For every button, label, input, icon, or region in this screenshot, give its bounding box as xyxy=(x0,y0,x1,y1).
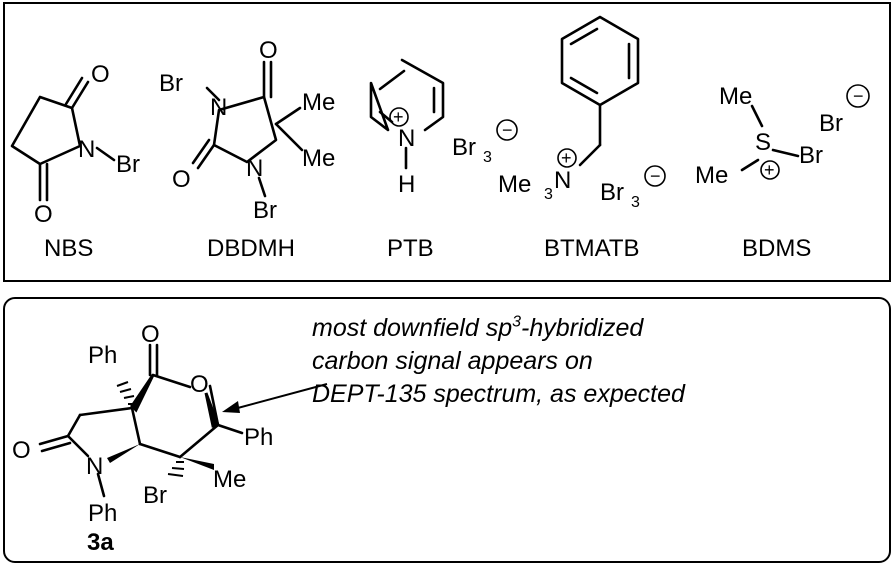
btmatb-subscript: 3 xyxy=(631,194,640,211)
nbs-structure: O N Br O NBS xyxy=(10,61,140,262)
btmatb-label: BTMATB xyxy=(544,235,640,262)
positive-charge-icon xyxy=(389,107,409,127)
dbdmh-atom-me: Me xyxy=(302,145,335,172)
dbdmh-atom-o: O xyxy=(172,166,191,193)
btmatb-atom-br: Br xyxy=(600,179,624,206)
compound-atom-ph: Ph xyxy=(88,500,117,527)
nbs-atom-n: N xyxy=(78,136,95,163)
bdms-charge-negative: − xyxy=(853,86,864,106)
dbdmh-structure: Br N O Me Me O N Br DBDMH xyxy=(159,37,335,262)
bdms-atom-me: Me xyxy=(695,162,728,189)
btmatb-structure: + Me 3 N Br 3 − BTMATB xyxy=(498,15,666,262)
compound-atom-br: Br xyxy=(143,482,167,509)
nbs-atom-br: Br xyxy=(116,151,140,178)
bdms-atom-s: S xyxy=(755,129,771,156)
compound-atom-ph: Ph xyxy=(88,342,117,369)
bdms-charge-positive: + xyxy=(764,160,775,180)
compound-atom-ph: Ph xyxy=(244,424,273,451)
btmatb-subscript: 3 xyxy=(544,186,553,203)
ptb-structure: + N H Br 3 − PTB xyxy=(369,58,518,262)
annotation-text: -hybridized xyxy=(521,314,644,342)
compound-panel xyxy=(3,297,891,563)
nbs-atom-o: O xyxy=(91,61,110,88)
dbdmh-label: DBDMH xyxy=(207,235,295,262)
negative-charge-icon xyxy=(496,119,518,141)
annotation-line: carbon signal appears on xyxy=(312,347,593,375)
compound-atom-o: O xyxy=(12,437,31,464)
btmatb-atom-me: Me xyxy=(498,171,531,198)
reagent-panel xyxy=(3,2,891,282)
annotation-line: most downfield sp3-hybridized xyxy=(312,312,872,345)
dbdmh-atom-me: Me xyxy=(302,89,335,116)
btmatb-charge-positive: + xyxy=(561,148,572,168)
compound-atom-o: O xyxy=(141,321,160,348)
bdms-label: BDMS xyxy=(742,235,811,262)
negative-charge-icon xyxy=(644,165,666,187)
compound-label: 3a xyxy=(87,529,114,556)
ptb-subscript: 3 xyxy=(483,149,492,166)
compound-atom-n: N xyxy=(86,453,103,480)
dbdmh-atom-br: Br xyxy=(253,197,277,224)
bdms-structure: + Me S Br Me Br − BDMS xyxy=(695,83,870,262)
ptb-atom-br: Br xyxy=(452,134,476,161)
dbdmh-atom-n: N xyxy=(246,155,263,182)
ptb-charge-positive: + xyxy=(393,107,404,127)
compound-atom-me: Me xyxy=(213,466,246,493)
positive-charge-icon xyxy=(557,148,577,168)
btmatb-charge-negative: − xyxy=(650,166,661,186)
dbdmh-atom-br: Br xyxy=(159,70,183,97)
ptb-charge-negative: − xyxy=(502,120,513,140)
ptb-atom-n: N xyxy=(398,125,415,152)
nbs-atom-o: O xyxy=(34,201,53,228)
annotation-superscript: 3 xyxy=(512,313,522,331)
bdms-atom-br: Br xyxy=(819,110,843,137)
compound-3a-structure: Ph O O O N Ph Me Br Ph 3a xyxy=(12,321,273,556)
bdms-atom-me: Me xyxy=(719,83,752,110)
ptb-label: PTB xyxy=(387,235,434,262)
bdms-atom-br: Br xyxy=(799,142,823,169)
positive-charge-icon xyxy=(760,160,780,180)
annotation-arrow xyxy=(222,383,328,413)
compound-atom-o: O xyxy=(190,371,209,398)
dbdmh-atom-o: O xyxy=(259,37,278,64)
dbdmh-atom-n: N xyxy=(210,94,227,121)
dept-annotation: most downfield sp3-hybridized carbon sig… xyxy=(312,312,872,411)
negative-charge-icon xyxy=(846,84,870,108)
btmatb-atom-n: N xyxy=(554,167,571,194)
ptb-atom-h: H xyxy=(398,171,415,198)
nbs-label: NBS xyxy=(44,235,93,262)
annotation-text: most downfield sp xyxy=(312,314,513,342)
annotation-line: DEPT-135 spectrum, as expected xyxy=(312,380,685,408)
